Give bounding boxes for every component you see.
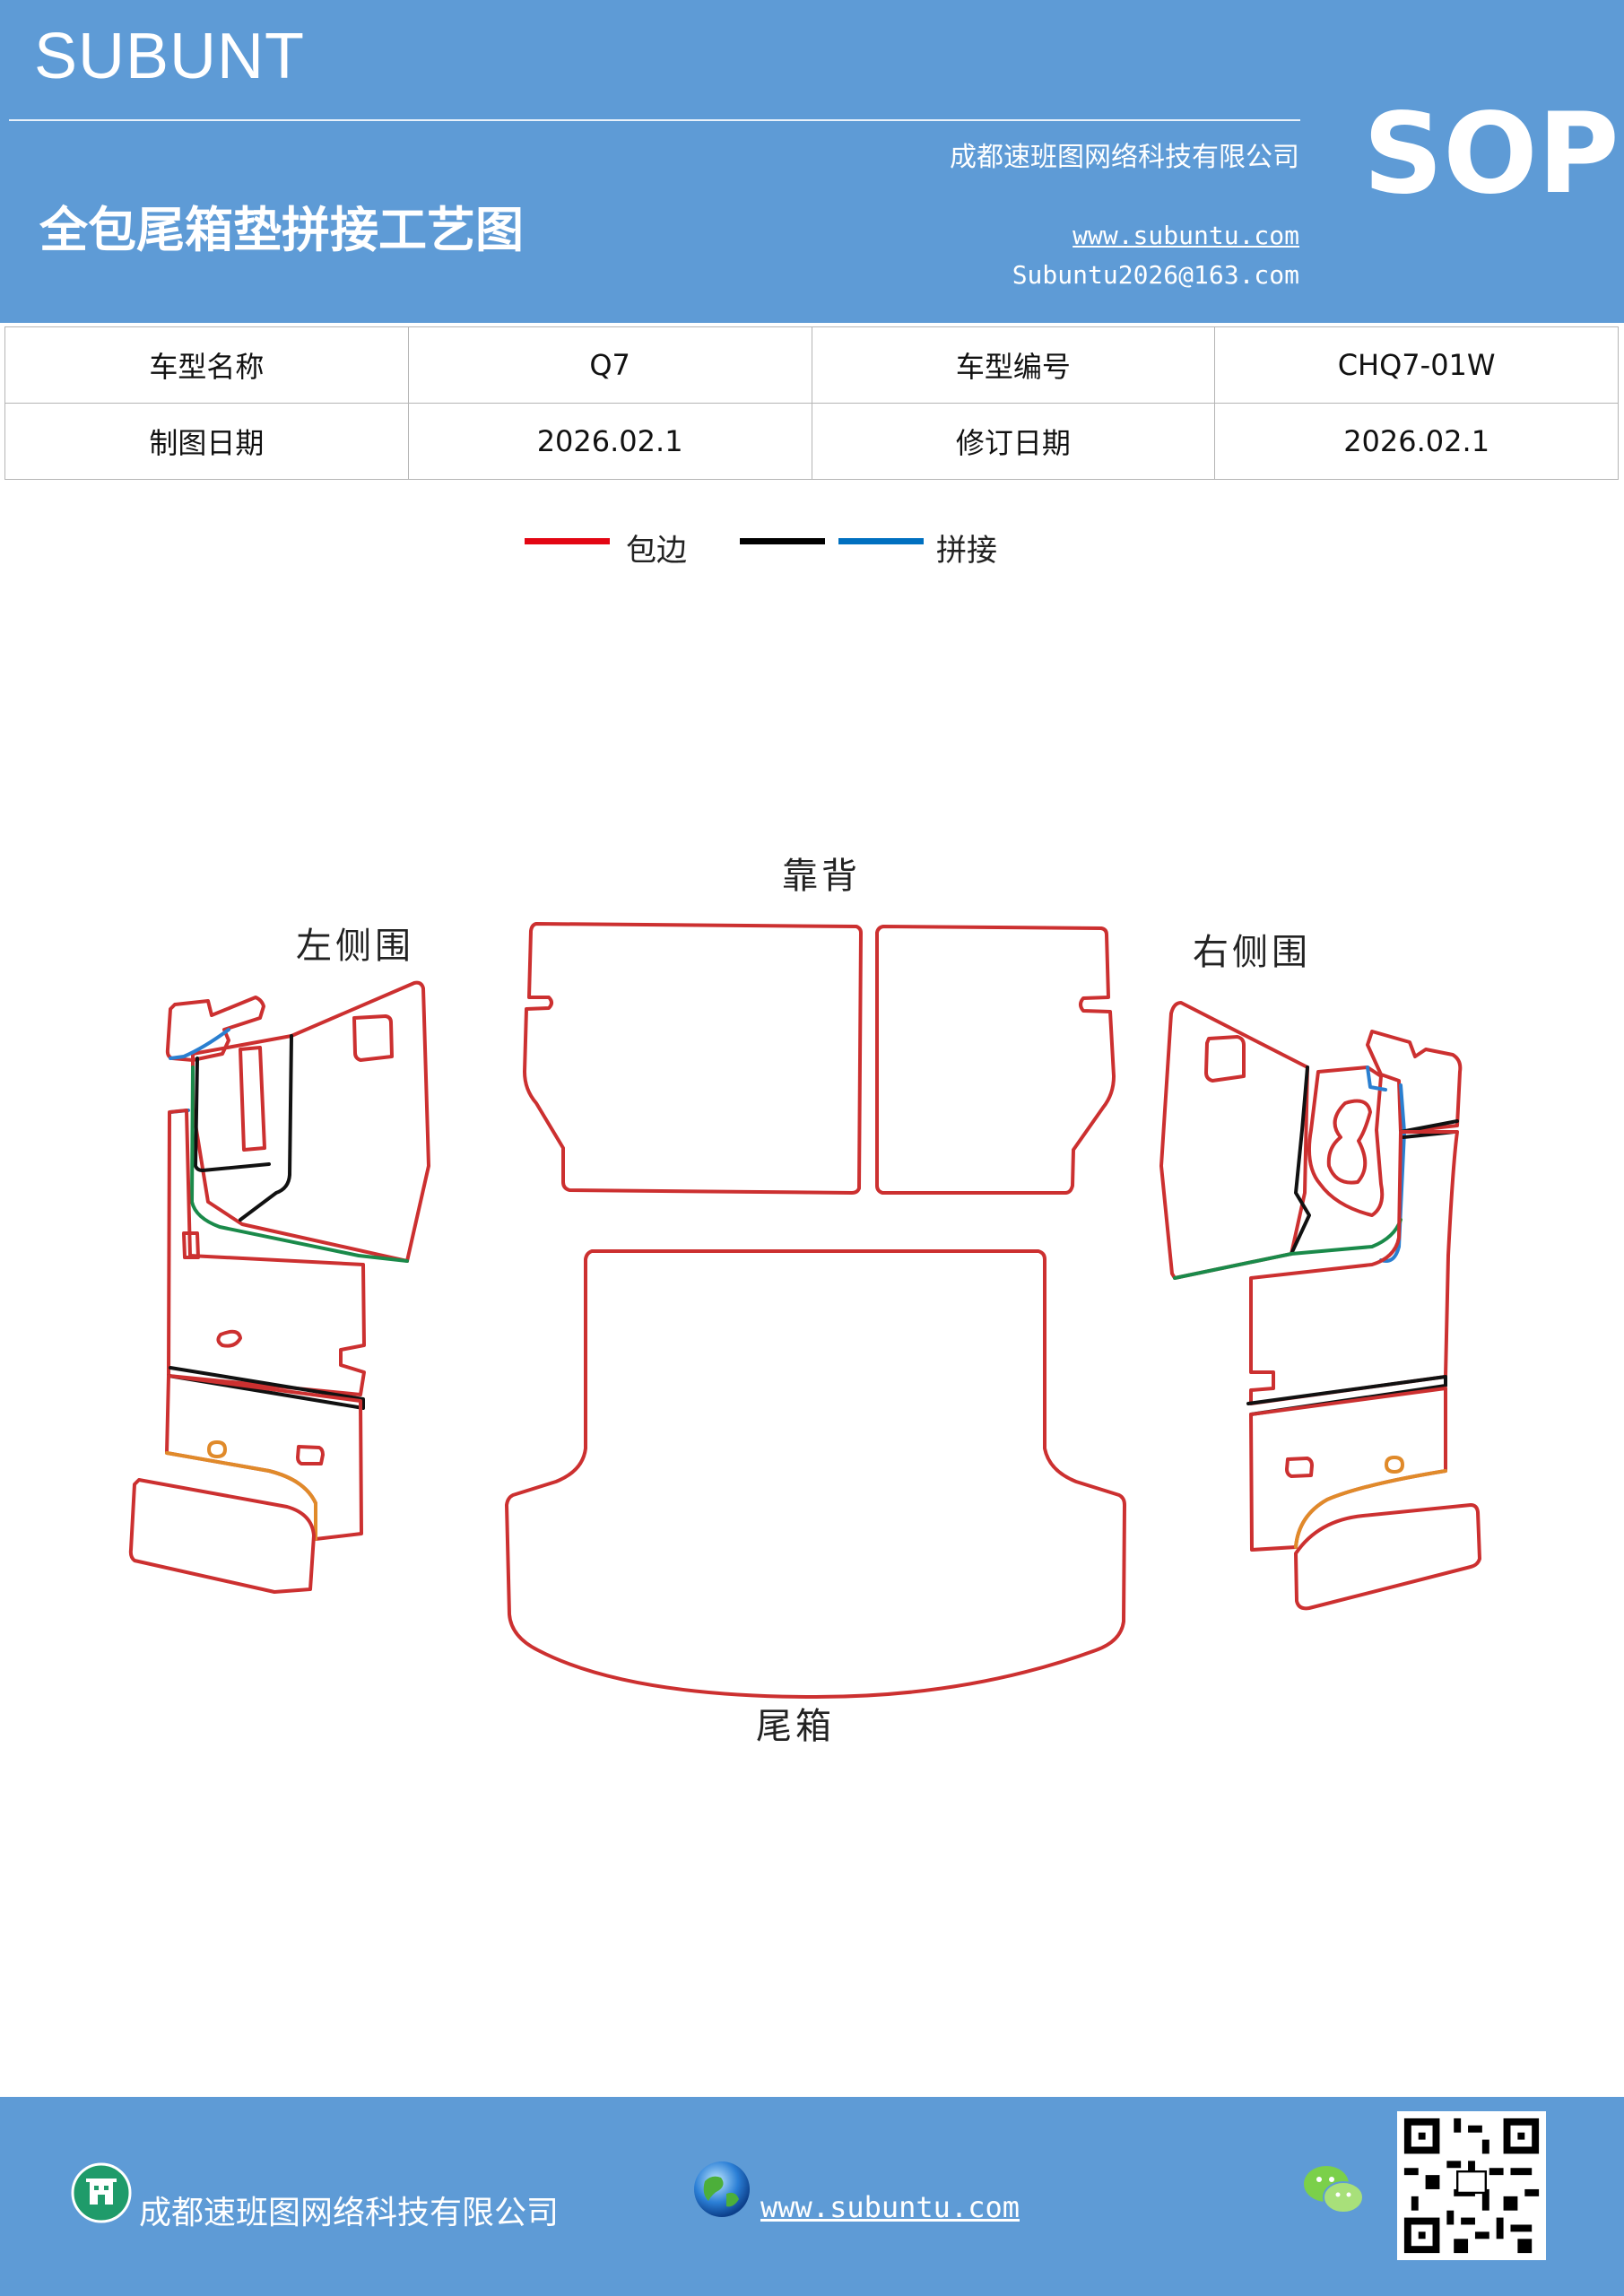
right-wall-cup-cutout xyxy=(1307,1065,1385,1217)
right-wall-middle xyxy=(1249,1130,1459,1405)
left-wall-seam-inner xyxy=(194,1057,271,1172)
left-wall-slot xyxy=(239,1046,266,1152)
right-wall-square-hole xyxy=(1204,1035,1246,1083)
building-icon xyxy=(71,2162,132,2223)
document-title: 全包尾箱垫拼接工艺图 xyxy=(39,201,524,258)
left-wall-green-seam xyxy=(190,1065,409,1263)
company-name: 成都速班图网络科技有限公司 xyxy=(950,142,1299,173)
footer-website-link[interactable]: www.subuntu.com xyxy=(760,2190,1020,2224)
right-wall-lower-hole xyxy=(1285,1457,1314,1478)
legend-label-edge: 包边 xyxy=(626,533,687,569)
label-left-side: 左侧围 xyxy=(296,926,414,967)
header-banner: SUBUNT 全包尾箱垫拼接工艺图 成都速班图网络科技有限公司 www.subu… xyxy=(0,0,1624,323)
left-wall-lower-seam xyxy=(167,1366,365,1410)
legend-line-seam xyxy=(740,538,825,544)
left-wall-seam-upper xyxy=(239,1034,293,1222)
left-wall-orange-seam xyxy=(165,1451,317,1541)
left-wall-middle xyxy=(167,1109,366,1396)
trunk-mat-diagram: 靠背 左侧围 右侧围 尾箱 xyxy=(128,856,1481,1747)
left-wall-splice-top xyxy=(169,1028,230,1060)
right-wall-splice-cup xyxy=(1366,1065,1387,1091)
left-wall-small-rect xyxy=(182,1231,200,1259)
legend-label-splice: 拼接 xyxy=(936,533,997,569)
drawing-date-value: 2026.02.1 xyxy=(407,403,812,480)
legend-line-edge xyxy=(525,538,610,544)
left-wall-lower-hole xyxy=(296,1445,325,1465)
legend-line-splice xyxy=(838,538,924,544)
left-wall-oval xyxy=(216,1329,242,1348)
backrest-right-panel xyxy=(875,925,1116,1195)
right-wall-lower-seam xyxy=(1246,1375,1447,1416)
model-name-value: Q7 xyxy=(407,326,812,404)
brand-name: SUBUNT xyxy=(34,21,306,92)
model-name-label: 车型名称 xyxy=(4,326,409,404)
revision-date-label: 修订日期 xyxy=(811,403,1216,480)
globe-icon xyxy=(694,2161,750,2217)
label-right-side: 右侧围 xyxy=(1193,932,1311,973)
left-wall-bottom-strip xyxy=(128,1478,316,1594)
footer-company-name: 成都速班图网络科技有限公司 xyxy=(139,2195,560,2231)
right-wall-seam-upper xyxy=(1290,1065,1311,1256)
revision-date-value: 2026.02.1 xyxy=(1214,403,1619,480)
website-link[interactable]: www.subuntu.com xyxy=(1073,221,1299,250)
left-wall-square-hole xyxy=(352,1014,394,1062)
right-wall-green-seam xyxy=(1173,1218,1403,1280)
qr-code[interactable] xyxy=(1397,2111,1546,2260)
wechat-icon[interactable] xyxy=(1302,2161,1365,2219)
legend: 包边 拼接 xyxy=(0,527,1624,572)
model-code-value: CHQ7-01W xyxy=(1214,326,1619,404)
table-row: 制图日期 2026.02.1 修订日期 2026.02.1 xyxy=(4,403,1619,480)
left-wall-upper xyxy=(191,980,430,1263)
right-wall-bolt xyxy=(1385,1456,1404,1474)
email-address: Subuntu2026@163.com xyxy=(1012,260,1299,290)
vehicle-info-table: 车型名称 Q7 车型编号 CHQ7-01W 制图日期 2026.02.1 修订日… xyxy=(4,326,1619,480)
sop-badge: SOP xyxy=(1363,90,1620,219)
model-code-label: 车型编号 xyxy=(811,326,1216,404)
right-wall-orange-seam xyxy=(1294,1469,1447,1549)
label-backrest: 靠背 xyxy=(782,856,861,897)
table-row: 车型名称 Q7 车型编号 CHQ7-01W xyxy=(4,326,1619,404)
right-wall-bottom-strip xyxy=(1294,1503,1481,1611)
left-wall-top-tab xyxy=(165,996,265,1062)
backrest-left-panel xyxy=(523,922,863,1195)
trunk-panel xyxy=(505,1249,1126,1699)
header-divider xyxy=(9,119,1300,121)
right-wall-cup-inner xyxy=(1326,1099,1372,1185)
right-wall-upper xyxy=(1159,1001,1309,1280)
left-wall-bolt xyxy=(207,1440,227,1458)
drawing-date-label: 制图日期 xyxy=(4,403,409,480)
label-trunk: 尾箱 xyxy=(756,1706,835,1747)
right-wall-lower xyxy=(1249,1387,1447,1552)
footer-banner: 成都速班图网络科技有限公司 www.subuntu.com xyxy=(0,2097,1624,2296)
